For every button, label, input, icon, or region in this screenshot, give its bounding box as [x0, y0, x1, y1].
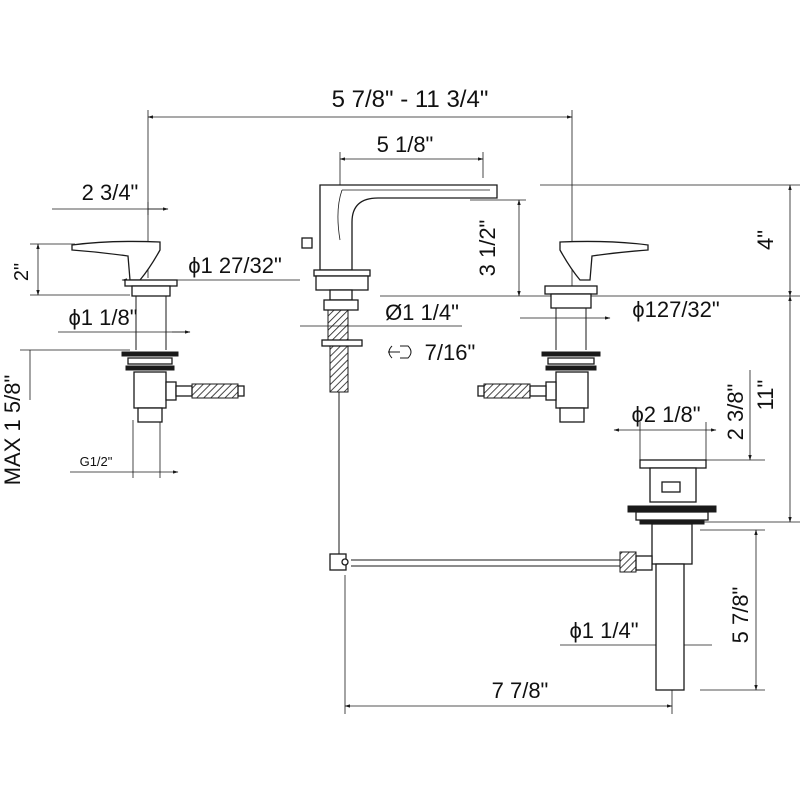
spout-flange: [315, 275, 369, 291]
diameter-symbol: ϕ: [188, 253, 200, 278]
spout-shank-diameter-label: Ø1 1/4": [385, 300, 459, 325]
diameter-symbol: ϕ: [632, 297, 644, 322]
right-supply-hose: [483, 383, 531, 399]
diameter-symbol: ϕ: [631, 402, 643, 427]
spout-supply-hose: [329, 345, 349, 393]
handle-flange-diameter-label: ϕ1 27/32": [188, 253, 282, 278]
diameter-symbol: ϕ: [68, 305, 80, 330]
drain-flange-height-label: 2 3/8": [723, 384, 748, 441]
pop-up-drain: [329, 459, 717, 691]
max-deck-thickness-label: MAX 1 5/8": [0, 375, 25, 486]
drain-flange-diameter-label: ϕ2 1/8": [631, 402, 700, 427]
handle-shank-diameter-label: ϕ1 1/8": [68, 305, 137, 330]
inlet-thread-label: G1/2": [80, 454, 113, 469]
spout-threaded-shank: [327, 309, 349, 341]
dimension-lines: [20, 110, 800, 714]
drain-tailpiece: [655, 563, 685, 691]
overall-height-label: 11": [753, 380, 778, 411]
overall-spread-label: 5 7/8" - 11 3/4": [332, 86, 489, 113]
spout-outlet-height-label: 3 1/2": [475, 220, 500, 277]
pop-up-knob: [301, 237, 313, 249]
tailpiece-diameter-label: ϕ1 1/4": [569, 618, 638, 643]
handle-length-label: 2 3/4": [82, 180, 139, 205]
right-flange-diameter-label: ϕ127/32": [632, 297, 719, 322]
right-lever-handle: [559, 240, 649, 281]
diameter-symbol: ϕ: [569, 618, 581, 643]
rod-reach-label: 7 7/8": [492, 678, 549, 703]
left-valve-body: [133, 371, 167, 409]
drain-body: [651, 523, 693, 565]
left-flange: [124, 279, 178, 287]
spout-reach-label: 5 1/8": [377, 132, 434, 157]
wrench-icon: [388, 345, 412, 359]
handle-height-label: 2": [11, 263, 33, 281]
right-valve-body: [555, 371, 589, 409]
left-escutcheon: [131, 285, 171, 297]
right-handle-valve: [477, 240, 649, 423]
wrench-size-label: 7/16": [425, 340, 476, 365]
spout-total-height-label: 4": [753, 230, 778, 250]
left-handle-valve: [71, 240, 245, 423]
dimension-labels: 5 7/8" - 11 3/4" 5 1/8" 2 3/4" 2" ϕ1 27/…: [0, 86, 778, 703]
left-supply-hose: [191, 383, 239, 399]
spout-body: [319, 184, 498, 271]
left-lever-handle: [71, 240, 161, 281]
drain-tailpiece-length-label: 5 7/8": [728, 587, 753, 644]
right-flange: [544, 285, 598, 295]
spout-assembly: [301, 184, 498, 560]
drain-stopper: [649, 467, 697, 503]
